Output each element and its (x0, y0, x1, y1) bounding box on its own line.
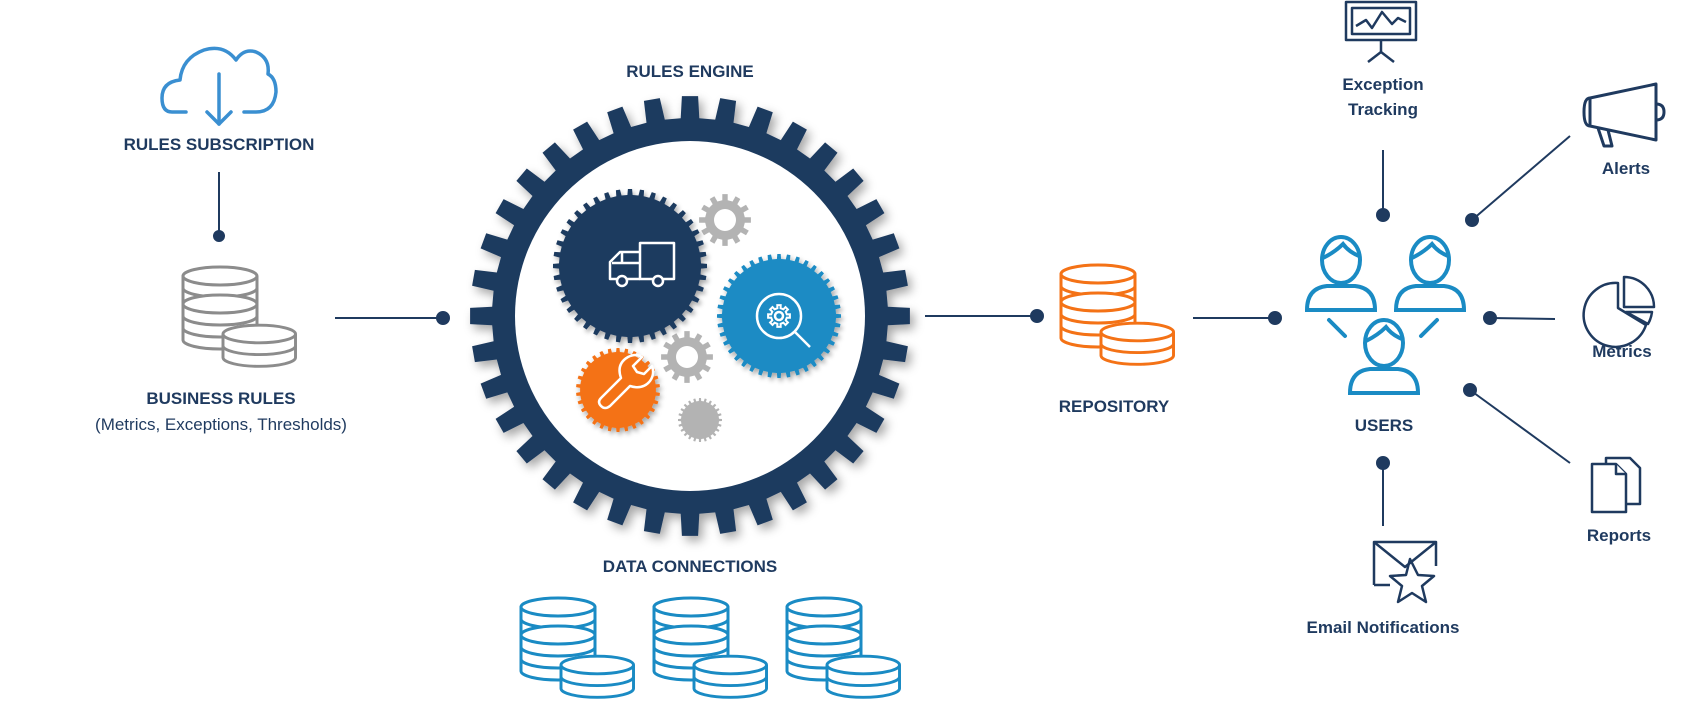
business-rules-label: BUSINESS RULES (146, 389, 295, 408)
search-gear-icon (755, 292, 811, 348)
truck-gear (553, 189, 707, 343)
search-gear (717, 254, 841, 378)
wrench-icon (597, 353, 655, 410)
repository-database-icon (1061, 265, 1174, 364)
connectors (213, 135, 1571, 526)
alerts-label: Alerts (1602, 159, 1650, 178)
megaphone-icon (1582, 82, 1666, 148)
metrics-label: Metrics (1592, 342, 1652, 361)
rules-subscription-label: RULES SUBSCRIPTION (124, 135, 315, 154)
data-connections-label: DATA CONNECTIONS (603, 557, 777, 576)
gear-icon (699, 194, 751, 246)
database-icon (521, 598, 634, 697)
business-rules-database-icon (183, 267, 296, 366)
email-notifications-label: Email Notifications (1306, 618, 1459, 637)
email-star-icon (1372, 540, 1438, 604)
data-connections-database-icons (521, 598, 900, 697)
documents-icon (1590, 456, 1642, 514)
rules-engine-label: RULES ENGINE (626, 62, 754, 81)
database-icon (787, 598, 900, 697)
business-rules-subtitle: (Metrics, Exceptions, Thresholds) (95, 415, 347, 434)
repository-label: REPOSITORY (1059, 397, 1170, 416)
presentation-chart-icon (1344, 0, 1418, 63)
wrench-gear (576, 348, 660, 432)
exception-tracking-label-line2: Tracking (1348, 100, 1418, 119)
cloud-download-icon (160, 46, 278, 126)
users-label: USERS (1355, 416, 1414, 435)
gear-icon (678, 398, 722, 442)
exception-tracking-label-line1: Exception (1342, 75, 1423, 94)
users-icon (1305, 235, 1466, 395)
reports-label: Reports (1587, 526, 1651, 545)
pie-chart-icon (1582, 275, 1656, 349)
gear-icon (661, 331, 713, 383)
database-icon (654, 598, 767, 697)
truck-icon (608, 241, 676, 288)
